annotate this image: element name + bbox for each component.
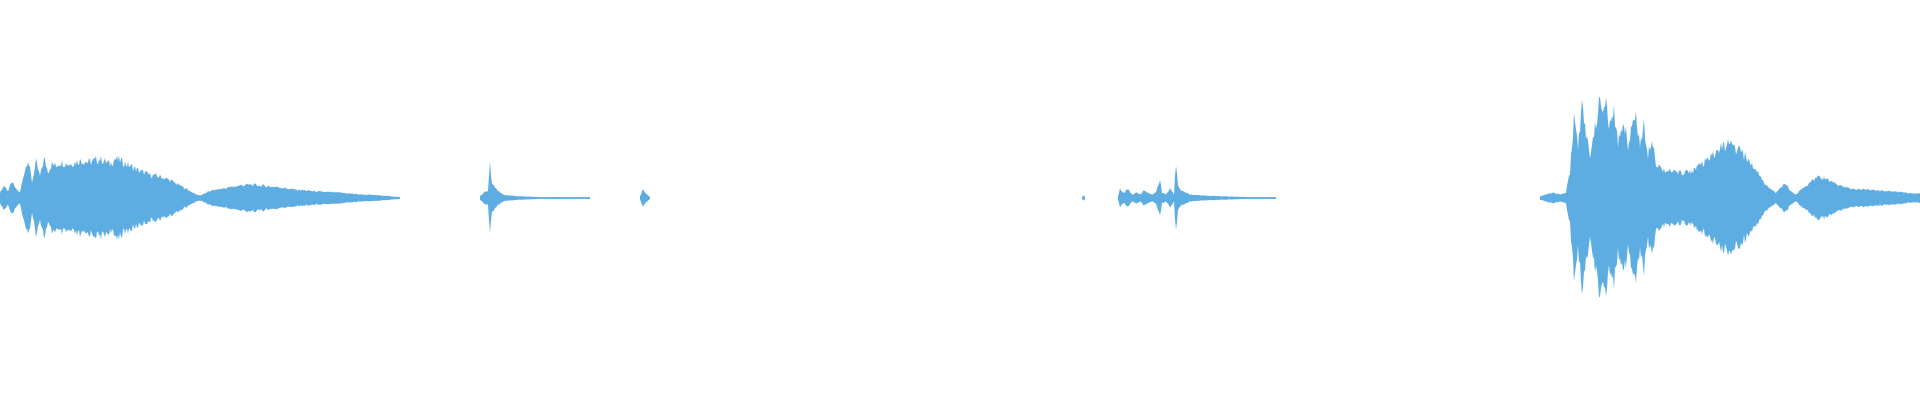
waveform-segment-6 xyxy=(1540,97,1920,297)
